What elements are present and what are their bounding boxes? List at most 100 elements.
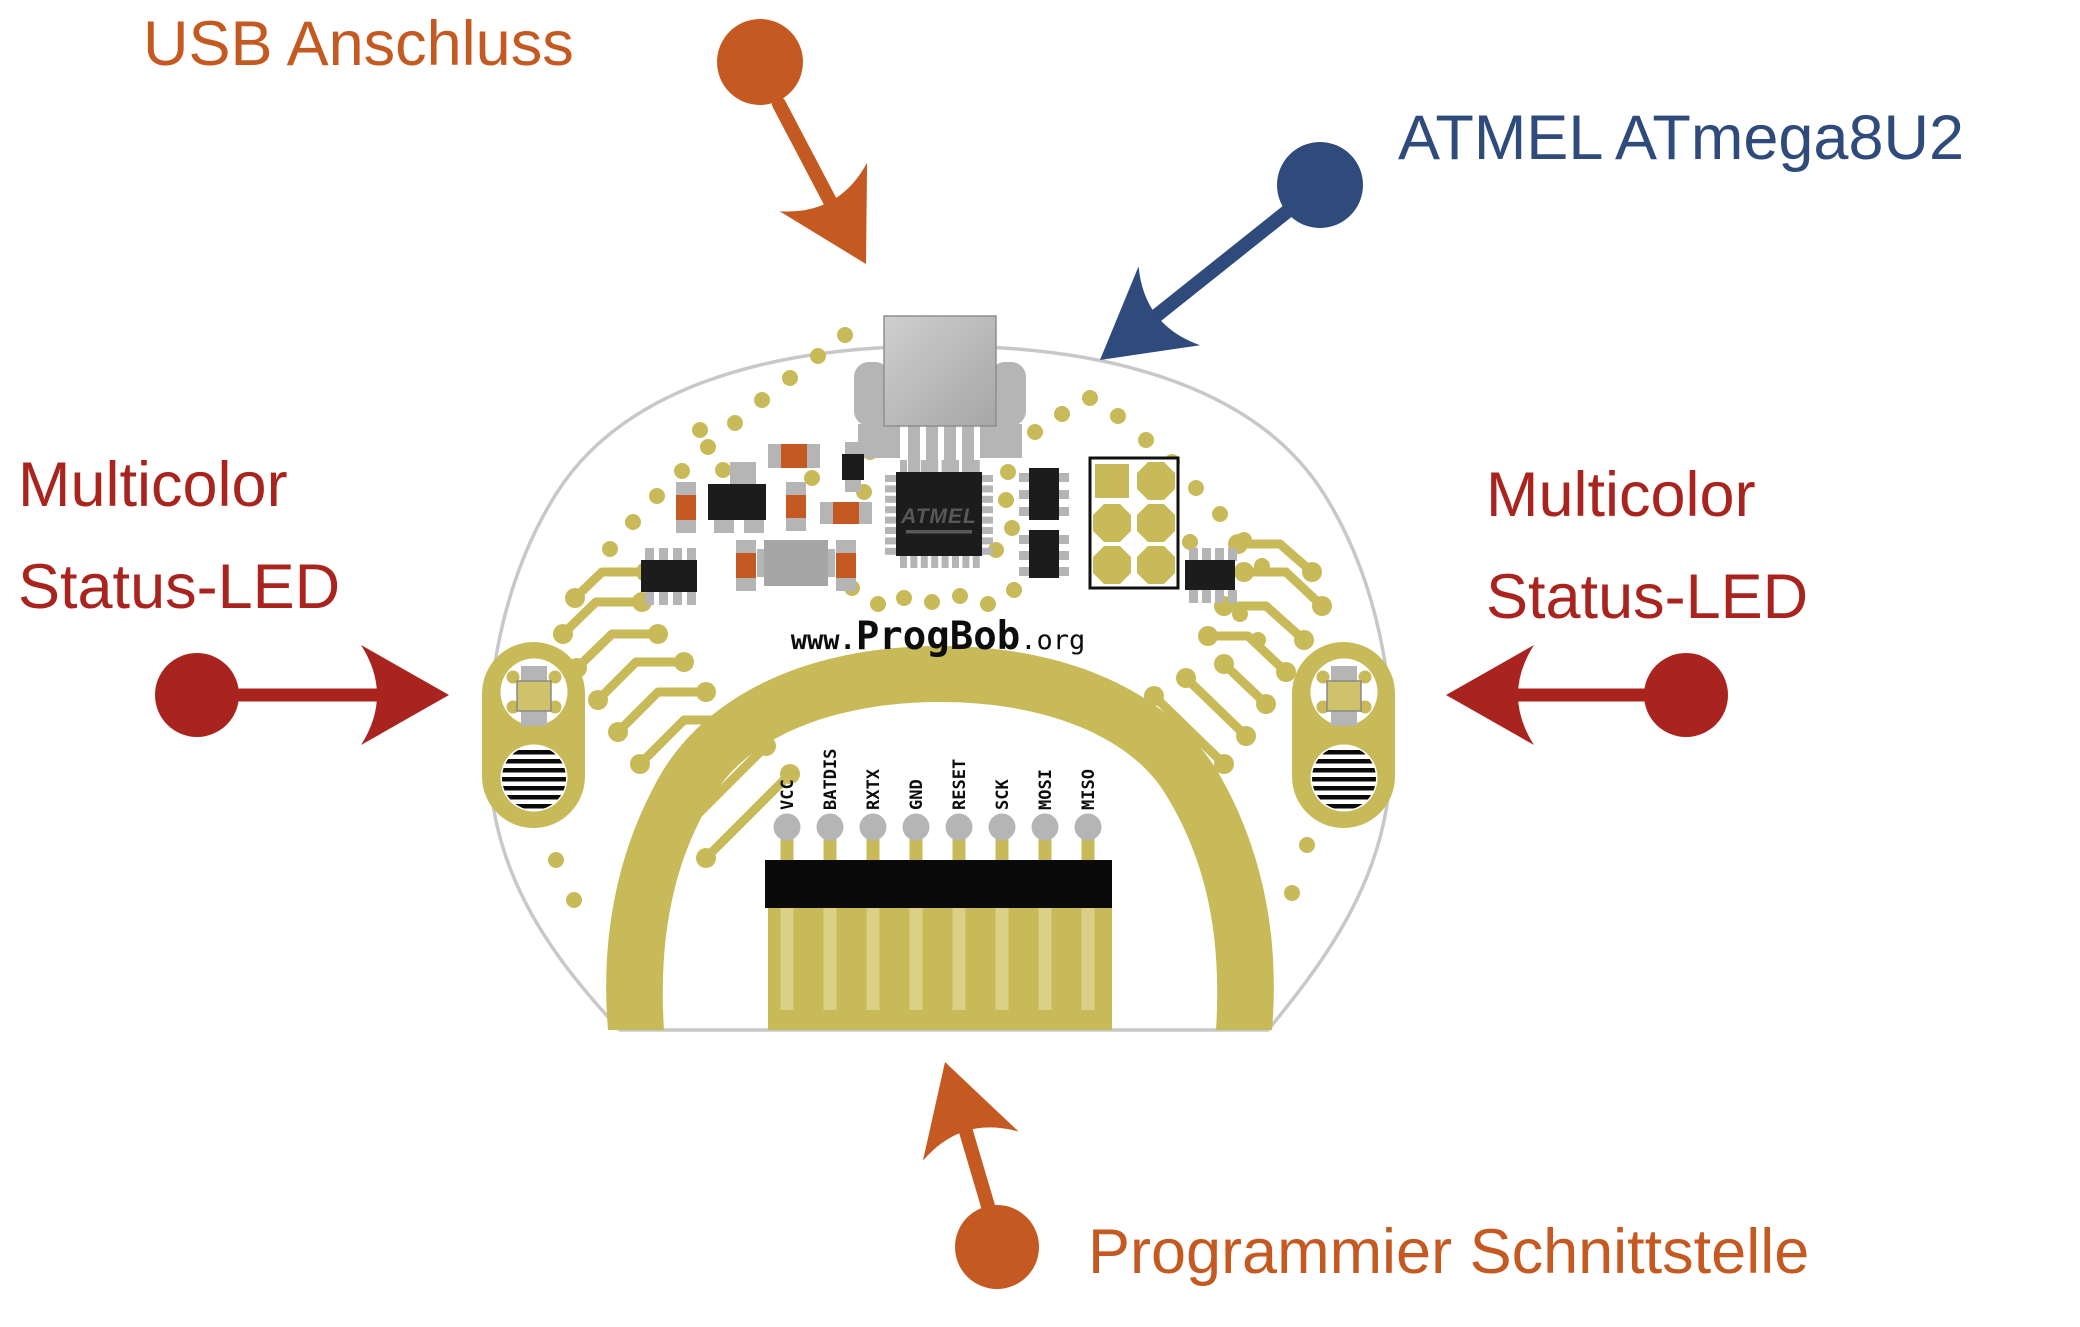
resistor (820, 502, 872, 524)
pin-pad (1074, 813, 1102, 841)
pin-pad (902, 813, 930, 841)
isp-pad (1137, 504, 1175, 542)
transistor (708, 462, 766, 533)
isp-pad (1137, 546, 1175, 584)
atmel-chip-label: ATMEL ATmega8U2 (1398, 103, 1965, 173)
isp-pad (1137, 462, 1175, 500)
via (896, 590, 912, 606)
via-dots (548, 327, 1332, 908)
sot-regulators (1019, 468, 1069, 578)
grille-stripe (1312, 768, 1376, 773)
pin-label: GND (907, 779, 927, 810)
via (754, 392, 770, 408)
grille-stripe (502, 804, 566, 809)
prog-interface-label: Programmier Schnittstelle (1088, 1217, 1810, 1287)
trace-pad (1198, 626, 1218, 646)
via (692, 422, 708, 438)
via (952, 588, 968, 604)
led-label-left-line1: Multicolor (18, 450, 288, 520)
trace-pad (1294, 630, 1314, 650)
isp-pad (1093, 546, 1131, 584)
grille-stripe (1312, 795, 1376, 800)
grille-stripe (502, 786, 566, 791)
via (715, 462, 731, 478)
trace-pad (1236, 726, 1256, 746)
trace-pad (696, 848, 716, 868)
trace-pad (674, 652, 694, 672)
pin-label: MISO (1079, 769, 1099, 810)
pin-pad (773, 813, 801, 841)
pin-label: RXTX (864, 768, 884, 810)
grille-stripe (1312, 750, 1376, 755)
via (1082, 390, 1098, 406)
chip-pin (980, 516, 993, 524)
chip-pin (885, 485, 898, 493)
prog-arrow (897, 1047, 1039, 1289)
trace-pad (1176, 668, 1196, 688)
trace-pad (1234, 562, 1254, 582)
grille-stripe (1312, 804, 1376, 809)
board-url: www.ProgBob.org (791, 614, 1085, 659)
led-label-right-line1: Multicolor (1486, 460, 1756, 530)
trace-pad (565, 588, 585, 608)
capacitor (842, 442, 864, 492)
via (980, 596, 996, 612)
isp-footprint (1088, 456, 1180, 590)
grille-stripe (1312, 759, 1376, 764)
pin-pad (1031, 813, 1059, 841)
status-led-right (1326, 680, 1362, 712)
chip-pin (980, 537, 993, 545)
chip-pin (885, 516, 898, 524)
led-left-arrow (155, 645, 449, 745)
chip-pin (931, 555, 939, 568)
via (625, 514, 641, 530)
trace-pad (553, 624, 573, 644)
via (1054, 406, 1070, 422)
chip-pin (952, 555, 959, 568)
chip-pin (920, 460, 928, 473)
trace-pad (630, 754, 650, 774)
trace-pad (1144, 686, 1164, 706)
led-label-right-line2: Status-LED (1486, 562, 1809, 632)
led-module-left (482, 642, 585, 828)
led-label-left: Multicolor Status-LED (18, 434, 340, 638)
trace-pad (1256, 694, 1276, 714)
smd-components (641, 442, 1237, 605)
via (870, 596, 886, 612)
trace-pad (1302, 562, 1322, 582)
atmel-logo: ATMEL (900, 505, 977, 528)
pin-stripe (909, 908, 923, 1010)
chip-pin (910, 460, 918, 473)
pin-stripe (866, 908, 880, 1010)
pin-stripe (1081, 908, 1095, 1010)
trace-pad (1312, 596, 1332, 616)
chip-pin (900, 460, 907, 473)
via (1000, 464, 1016, 480)
grille-stripe (1312, 786, 1376, 791)
via (837, 327, 853, 343)
crystal (757, 540, 835, 586)
via (1006, 582, 1022, 598)
chip-pin (980, 475, 993, 482)
via (782, 370, 798, 386)
led-label-left-line2: Status-LED (18, 552, 341, 622)
via (1188, 480, 1204, 496)
chip-pin (980, 495, 993, 503)
resistor (676, 482, 696, 533)
via (1250, 632, 1266, 648)
via (649, 488, 665, 504)
pin-stripe (952, 908, 966, 1010)
trace-pad (648, 624, 668, 644)
grille-stripe (502, 768, 566, 773)
pin-pad (816, 813, 844, 841)
chip-pin (972, 555, 980, 568)
pin-label: BATDIS (821, 749, 841, 810)
soic-chip-right (1185, 548, 1237, 603)
pin-stripe (995, 908, 1009, 1010)
led-right-arrow (1446, 645, 1728, 745)
led-label-right: Multicolor Status-LED (1486, 444, 1808, 648)
via (727, 415, 743, 431)
resistor (836, 540, 856, 591)
